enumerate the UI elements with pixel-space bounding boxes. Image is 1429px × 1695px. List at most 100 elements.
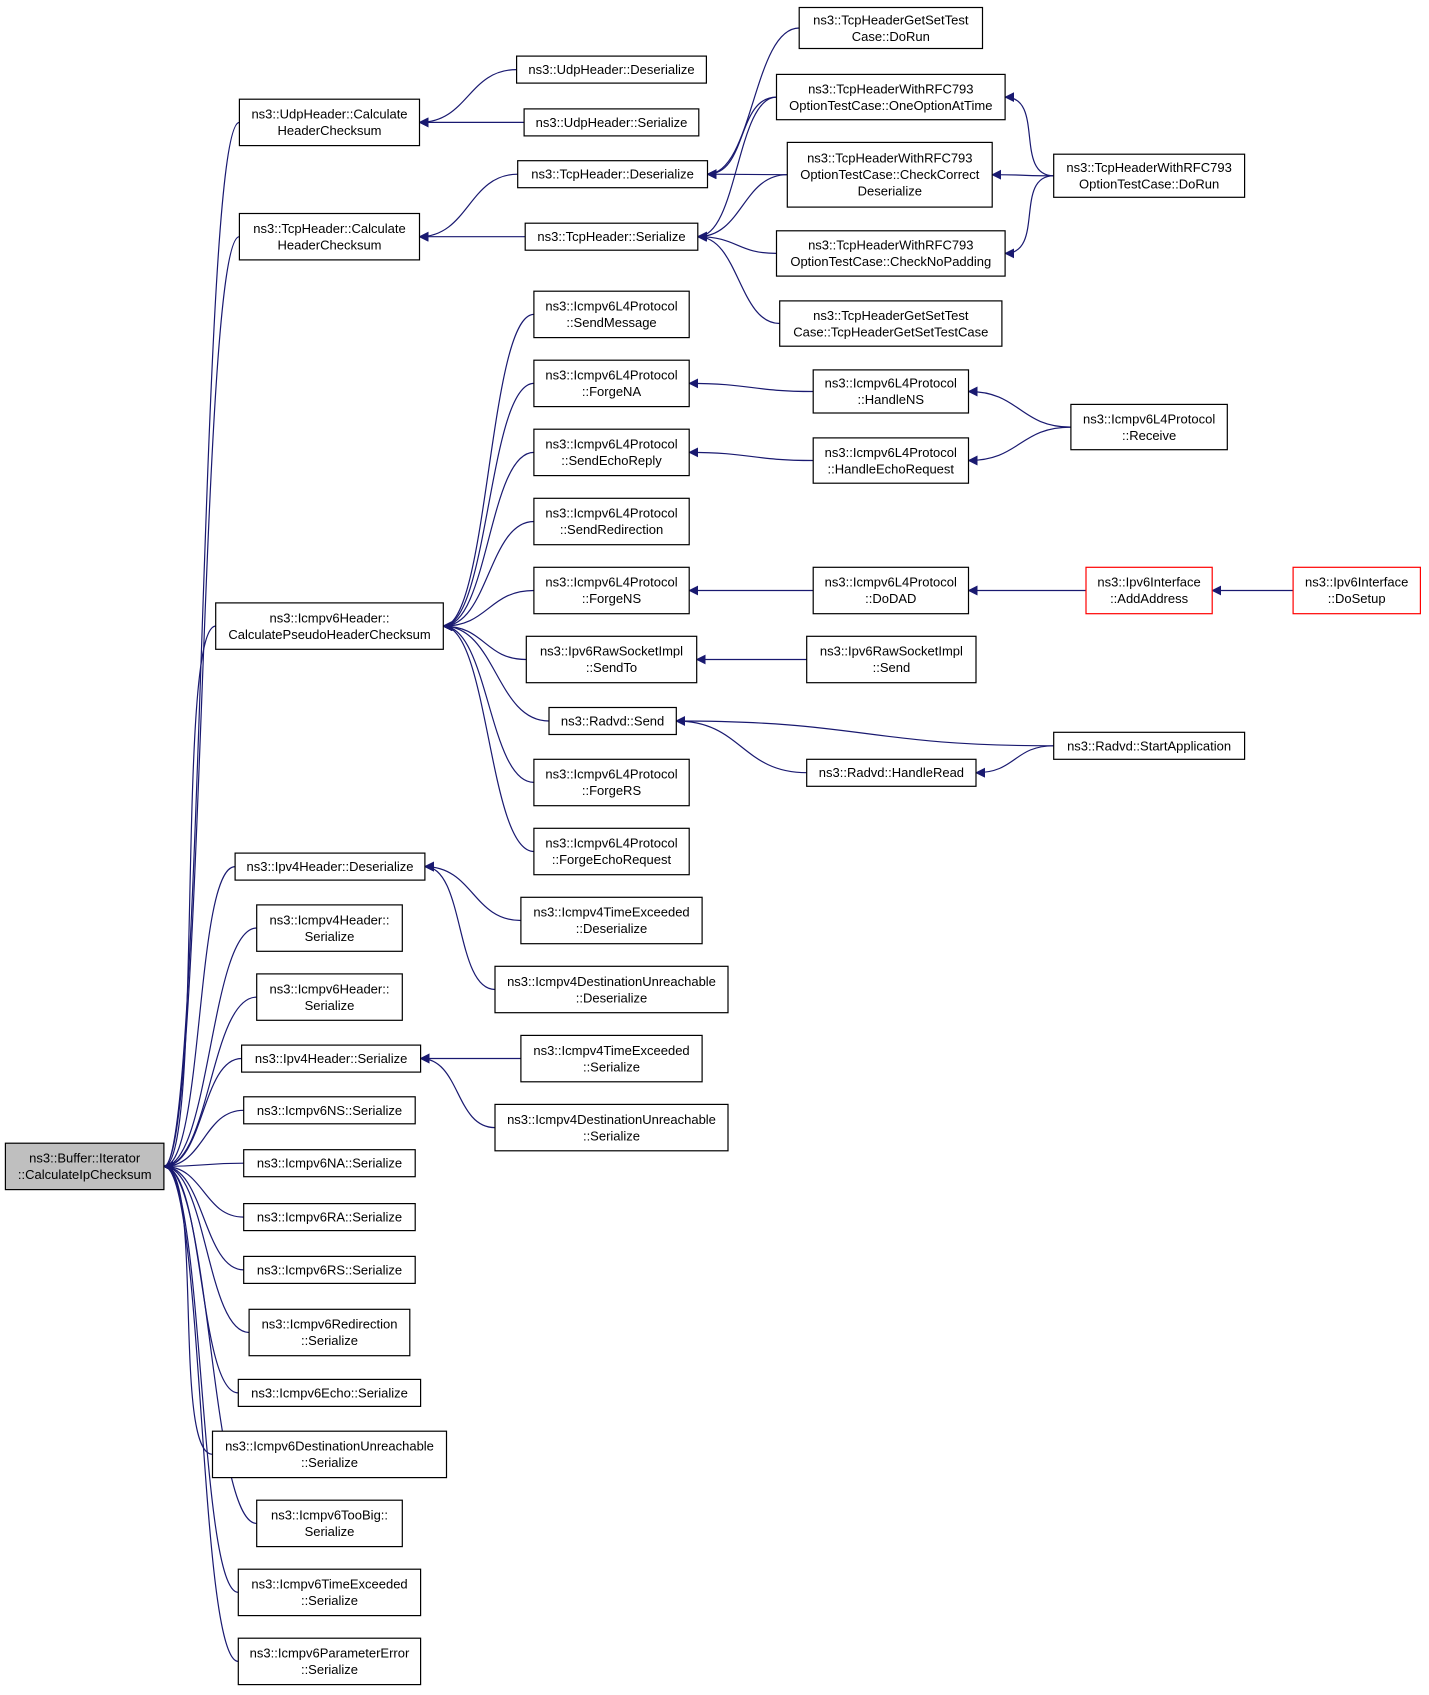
node-box[interactable] xyxy=(215,602,444,650)
node-box[interactable] xyxy=(4,1142,165,1191)
node-te6-ser[interactable]: ns3::Icmpv6TimeExceeded::Serialize xyxy=(237,1568,422,1617)
node-echo-ser[interactable]: ns3::Icmpv6Echo::Serialize xyxy=(237,1378,422,1408)
node-box[interactable] xyxy=(517,160,709,189)
node-box[interactable] xyxy=(234,852,426,881)
node-l4-sendecho[interactable]: ns3::Icmpv6L4Protocol::SendEchoReply xyxy=(533,428,690,477)
node-ipv6if-dosetup[interactable]: ns3::Ipv6Interface::DoSetup xyxy=(1292,566,1421,615)
node-box[interactable] xyxy=(533,827,690,876)
node-box[interactable] xyxy=(806,635,977,684)
node-box[interactable] xyxy=(1053,731,1246,760)
node-rfc-nopad[interactable]: ns3::TcpHeaderWithRFC793OptionTestCase::… xyxy=(775,230,1006,277)
node-l4-forgers[interactable]: ns3::Icmpv6L4Protocol::ForgeRS xyxy=(533,758,690,807)
node-icmpv4te-deser[interactable]: ns3::Icmpv4TimeExceeded::Deserialize xyxy=(520,896,703,945)
node-l4-forgeecho[interactable]: ns3::Icmpv6L4Protocol::ForgeEchoRequest xyxy=(533,827,690,876)
node-box[interactable] xyxy=(1292,566,1421,615)
node-l4-handleecho[interactable]: ns3::Icmpv6L4Protocol::HandleEchoRequest xyxy=(812,437,970,484)
node-raw-send[interactable]: ns3::Ipv6RawSocketImpl::Send xyxy=(806,635,977,684)
node-l4-handlens[interactable]: ns3::Icmpv6L4Protocol::HandleNS xyxy=(812,369,970,414)
node-box[interactable] xyxy=(533,290,690,339)
node-icmpv6h-ser[interactable]: ns3::Icmpv6Header::Serialize xyxy=(256,973,403,1021)
node-box[interactable] xyxy=(243,1096,416,1125)
node-tcp-deser[interactable]: ns3::TcpHeader::Deserialize xyxy=(517,160,709,189)
node-tcpgs-dorun[interactable]: ns3::TcpHeaderGetSetTestCase::DoRun xyxy=(798,6,984,50)
node-box[interactable] xyxy=(533,497,690,546)
node-radvd-handleread[interactable]: ns3::Radvd::HandleRead xyxy=(806,758,977,787)
node-tcpgs-ctor[interactable]: ns3::TcpHeaderGetSetTestCase::TcpHeaderG… xyxy=(779,300,1003,347)
node-box[interactable] xyxy=(533,428,690,477)
node-box[interactable] xyxy=(237,1378,422,1408)
node-box[interactable] xyxy=(798,6,984,50)
node-box[interactable] xyxy=(812,566,970,615)
node-box[interactable] xyxy=(248,1308,411,1357)
node-rfc-dorun[interactable]: ns3::TcpHeaderWithRFC793OptionTestCase::… xyxy=(1053,153,1246,198)
node-box[interactable] xyxy=(494,965,729,1014)
node-toobig-ser[interactable]: ns3::Icmpv6TooBig::Serialize xyxy=(256,1499,403,1548)
node-icmpv4h-ser[interactable]: ns3::Icmpv4Header::Serialize xyxy=(256,904,403,952)
node-icmpv4te-ser[interactable]: ns3::Icmpv4TimeExceeded::Serialize xyxy=(520,1034,703,1083)
node-l4-forgens[interactable]: ns3::Icmpv6L4Protocol::ForgeNS xyxy=(533,566,690,615)
node-icmpv4du-ser[interactable]: ns3::Icmpv4DestinationUnreachable::Seria… xyxy=(494,1103,729,1152)
node-l4-sendmsg[interactable]: ns3::Icmpv6L4Protocol::SendMessage xyxy=(533,290,690,339)
node-box[interactable] xyxy=(243,1149,416,1178)
node-box[interactable] xyxy=(241,1044,422,1073)
node-ipv4-ser[interactable]: ns3::Ipv4Header::Serialize xyxy=(241,1044,422,1073)
node-box[interactable] xyxy=(812,369,970,414)
node-box[interactable] xyxy=(237,1568,422,1617)
node-l4-forgena[interactable]: ns3::Icmpv6L4Protocol::ForgeNA xyxy=(533,359,690,408)
node-radvd-start[interactable]: ns3::Radvd::StartApplication xyxy=(1053,731,1246,760)
node-rfc-one[interactable]: ns3::TcpHeaderWithRFC793OptionTestCase::… xyxy=(775,73,1006,121)
node-ipv4-deser[interactable]: ns3::Ipv4Header::Deserialize xyxy=(234,852,426,881)
node-ns-ser[interactable]: ns3::Icmpv6NS::Serialize xyxy=(243,1096,416,1125)
node-box[interactable] xyxy=(237,1637,422,1686)
node-udp-deser[interactable]: ns3::UdpHeader::Deserialize xyxy=(515,55,707,84)
node-box[interactable] xyxy=(525,635,698,684)
node-rfc-check[interactable]: ns3::TcpHeaderWithRFC793OptionTestCase::… xyxy=(786,141,993,208)
node-box[interactable] xyxy=(812,437,970,484)
node-raw-sendto[interactable]: ns3::Ipv6RawSocketImpl::SendTo xyxy=(525,635,698,684)
node-l4-dodad[interactable]: ns3::Icmpv6L4Protocol::DoDAD xyxy=(812,566,970,615)
node-box[interactable] xyxy=(1070,403,1228,451)
node-box[interactable] xyxy=(533,359,690,408)
node-box[interactable] xyxy=(523,108,700,137)
node-box[interactable] xyxy=(520,896,703,945)
node-box[interactable] xyxy=(520,1034,703,1083)
node-box[interactable] xyxy=(775,230,1006,277)
node-root[interactable]: ns3::Buffer::Iterator::CalculateIpChecks… xyxy=(4,1142,165,1191)
node-na-ser[interactable]: ns3::Icmpv6NA::Serialize xyxy=(243,1149,416,1178)
node-box[interactable] xyxy=(524,222,699,251)
node-ipv6if-addaddr[interactable]: ns3::Ipv6Interface::AddAddress xyxy=(1085,566,1213,615)
node-box[interactable] xyxy=(243,1255,416,1285)
node-radvd-send[interactable]: ns3::Radvd::Send xyxy=(548,706,677,736)
node-box[interactable] xyxy=(533,566,690,615)
node-box[interactable] xyxy=(211,1430,448,1479)
node-box[interactable] xyxy=(256,1499,403,1548)
node-param-ser[interactable]: ns3::Icmpv6ParameterError::Serialize xyxy=(237,1637,422,1686)
node-box[interactable] xyxy=(1053,153,1246,198)
node-box[interactable] xyxy=(775,73,1006,121)
node-icmpv4du-deser[interactable]: ns3::Icmpv4DestinationUnreachable::Deser… xyxy=(494,965,729,1014)
node-box[interactable] xyxy=(779,300,1003,347)
node-box[interactable] xyxy=(243,1202,416,1232)
node-ra-ser[interactable]: ns3::Icmpv6RA::Serialize xyxy=(243,1202,416,1232)
node-box[interactable] xyxy=(1085,566,1213,615)
node-box[interactable] xyxy=(256,904,403,952)
node-box[interactable] xyxy=(238,98,421,147)
node-box[interactable] xyxy=(548,706,677,736)
node-l4-receive[interactable]: ns3::Icmpv6L4Protocol::Receive xyxy=(1070,403,1228,451)
node-tcp-ser[interactable]: ns3::TcpHeader::Serialize xyxy=(524,222,699,251)
node-box[interactable] xyxy=(786,141,993,208)
node-icmpv6-pseudo[interactable]: ns3::Icmpv6Header::CalculatePseudoHeader… xyxy=(215,602,444,650)
node-box[interactable] xyxy=(238,212,421,261)
node-rs-ser[interactable]: ns3::Icmpv6RS::Serialize xyxy=(243,1255,416,1285)
node-redir-ser[interactable]: ns3::Icmpv6Redirection::Serialize xyxy=(248,1308,411,1357)
node-l4-sendredir[interactable]: ns3::Icmpv6L4Protocol::SendRedirection xyxy=(533,497,690,546)
node-udp-ser[interactable]: ns3::UdpHeader::Serialize xyxy=(523,108,700,137)
node-box[interactable] xyxy=(494,1103,729,1152)
node-box[interactable] xyxy=(256,973,403,1021)
node-du6-ser[interactable]: ns3::Icmpv6DestinationUnreachable::Seria… xyxy=(211,1430,448,1479)
node-box[interactable] xyxy=(515,55,707,84)
node-box[interactable] xyxy=(806,758,977,787)
node-box[interactable] xyxy=(533,758,690,807)
